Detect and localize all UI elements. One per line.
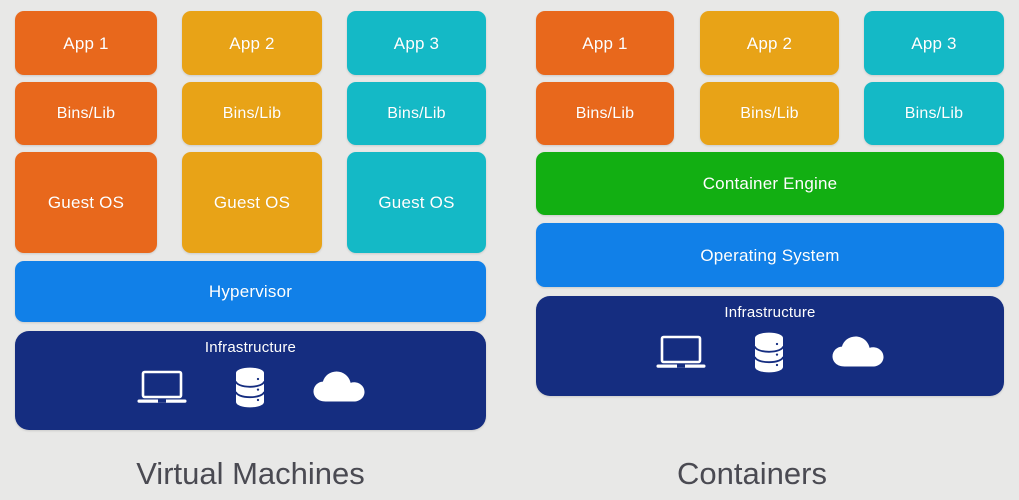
ctr-binslib-2-label: Bins/Lib	[740, 104, 799, 122]
container-engine-box[interactable]: Container Engine	[536, 152, 1004, 215]
caption-containers: Containers	[677, 456, 827, 491]
vm-app-1-label: App 1	[63, 33, 109, 53]
vm-app-1-box[interactable]: App 1	[15, 11, 157, 75]
database-icon	[232, 366, 268, 408]
vm-hypervisor-label: Hypervisor	[208, 282, 293, 301]
ctr-infrastructure-box[interactable]: Infrastructure	[536, 296, 1004, 396]
ctr-binslib-1-label: Bins/Lib	[575, 104, 635, 122]
container-engine-label: Container Engine	[702, 174, 838, 193]
vm-guest-os-3-box[interactable]: Guest OS	[347, 152, 486, 253]
ctr-app-1-box[interactable]: App 1	[536, 11, 674, 75]
ctr-infrastructure-label: Infrastructure	[724, 304, 816, 321]
ctr-binslib-1-box[interactable]: Bins/Lib	[536, 82, 674, 145]
vm-guest-os-2-box[interactable]: Guest OS	[182, 152, 322, 253]
vm-hypervisor-box[interactable]: Hypervisor	[15, 261, 486, 322]
vm-infrastructure-label: Infrastructure	[204, 339, 297, 356]
laptop-icon	[136, 369, 188, 405]
ctr-app-1-label: App 1	[582, 33, 628, 53]
ctr-app-3-label: App 3	[911, 33, 957, 53]
vm-guest-os-1-label: Guest OS	[47, 193, 125, 212]
operating-system-box[interactable]: Operating System	[536, 223, 1004, 287]
ctr-app-2-box[interactable]: App 2	[700, 11, 839, 75]
vm-binslib-1-label: Bins/Lib	[56, 104, 116, 122]
panel-containers: App 1 App 2 App 3 Bins/Lib Bins/Lib Bins…	[510, 0, 1019, 500]
vm-guest-os-2-label: Guest OS	[213, 193, 291, 212]
vm-binslib-3-box[interactable]: Bins/Lib	[347, 82, 486, 145]
vm-binslib-3-label: Bins/Lib	[387, 104, 446, 122]
ctr-app-2-label: App 2	[746, 33, 793, 53]
vm-app-3-box[interactable]: App 3	[347, 11, 486, 75]
laptop-icon	[655, 334, 707, 370]
cloud-icon	[831, 335, 885, 369]
cloud-icon	[312, 370, 366, 404]
ctr-infrastructure-icons	[536, 331, 1004, 373]
operating-system-label: Operating System	[700, 245, 840, 265]
vm-binslib-1-box[interactable]: Bins/Lib	[15, 82, 157, 145]
vm-infrastructure-icons	[15, 366, 486, 408]
vm-infrastructure-box[interactable]: Infrastructure	[15, 331, 486, 430]
vm-app-2-box[interactable]: App 2	[182, 11, 322, 75]
vm-app-3-label: App 3	[393, 33, 440, 53]
panel-virtual-machines: App 1 App 2 App 3 Bins/Lib Bins/Lib Bins…	[15, 11, 486, 430]
vm-guest-os-3-label: Guest OS	[378, 193, 455, 212]
ctr-app-3-box[interactable]: App 3	[864, 11, 1004, 75]
ctr-binslib-3-label: Bins/Lib	[904, 104, 964, 122]
caption-virtual-machines: Virtual Machines	[136, 456, 365, 491]
ctr-binslib-3-box[interactable]: Bins/Lib	[864, 82, 1004, 145]
vm-guest-os-1-box[interactable]: Guest OS	[15, 152, 157, 253]
ctr-binslib-2-box[interactable]: Bins/Lib	[700, 82, 839, 145]
vm-app-2-label: App 2	[229, 33, 275, 53]
vm-binslib-2-box[interactable]: Bins/Lib	[182, 82, 322, 145]
vm-binslib-2-label: Bins/Lib	[222, 104, 282, 122]
database-icon	[751, 331, 787, 373]
